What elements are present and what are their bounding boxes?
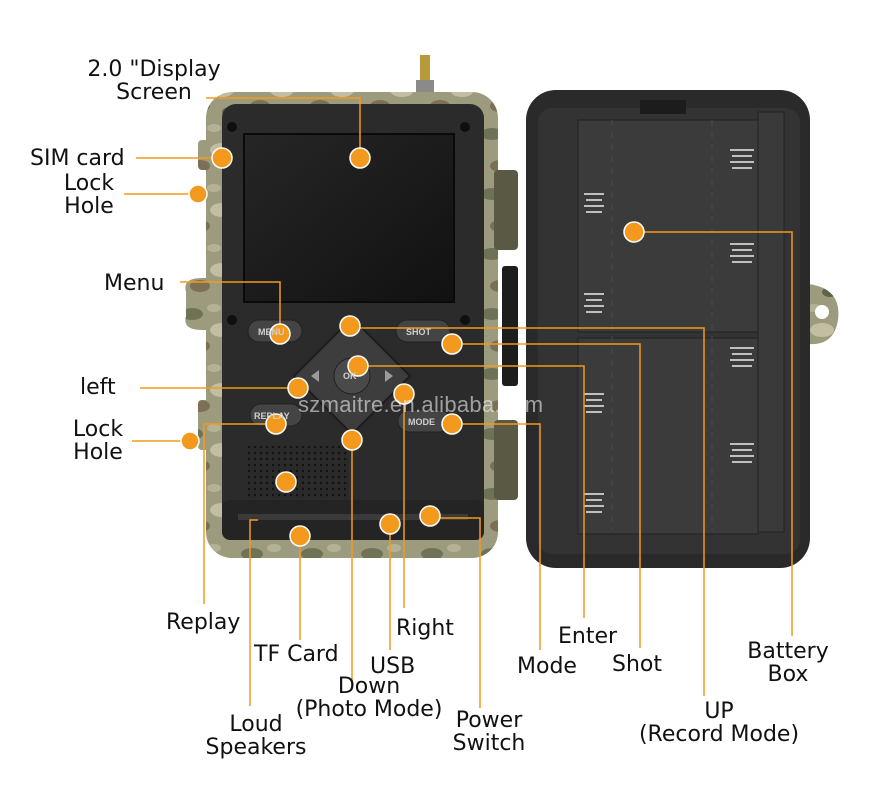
antenna (416, 55, 434, 94)
label-power-switch: Power Switch (444, 709, 534, 755)
label-replay: Replay (166, 611, 240, 634)
label-tf-card: TF Card (254, 643, 339, 666)
watermark: szmaitre.en.alibaba.com (298, 392, 543, 418)
label-mode: Mode (517, 655, 577, 678)
label-left: left (80, 376, 116, 399)
menu-button-text: MENU (258, 327, 285, 337)
label-up: UP (Record Mode) (624, 700, 814, 746)
ok-button-text: OK (343, 371, 357, 381)
label-lock-hole-bottom: Lock Hole (62, 418, 134, 464)
label-sim-card: SIM card (30, 147, 125, 170)
mode-button-text: MODE (408, 417, 435, 427)
label-usb: USB (370, 655, 415, 678)
label-shot: Shot (612, 653, 662, 676)
label-right: Right (396, 617, 454, 640)
label-down: Down (Photo Mode) (284, 675, 454, 721)
shot-button-text: SHOT (406, 327, 431, 337)
replay-button-text: REPLAY (254, 411, 290, 421)
label-display-screen: 2.0 "Display Screen (78, 58, 230, 104)
label-menu: Menu (104, 272, 164, 295)
label-enter: Enter (558, 625, 617, 648)
label-battery-box: Battery Box (740, 640, 836, 686)
label-lock-hole-top: Lock Hole (52, 172, 126, 218)
